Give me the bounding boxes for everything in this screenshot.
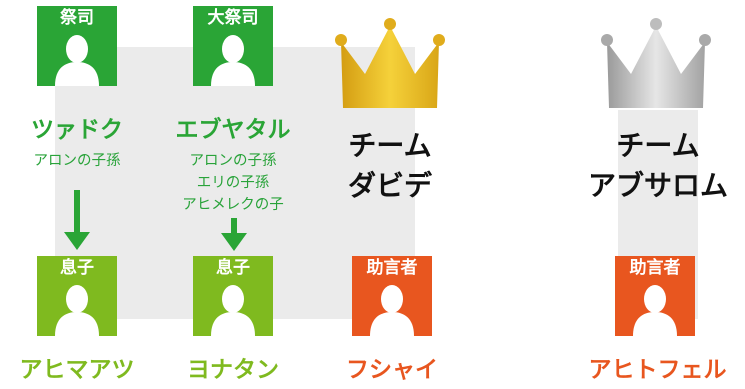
role-label: 助言者 [629, 258, 681, 278]
person-desc: アヒメレクの子 [182, 197, 284, 213]
silver-crown-icon [601, 18, 711, 108]
role-label: 息子 [60, 258, 94, 278]
person-card-ahimaaz: 息子 [37, 256, 117, 336]
role-label: 大祭司 [207, 8, 259, 28]
person-card-jonathan: 息子 [193, 256, 273, 336]
role-label: 助言者 [366, 258, 418, 278]
person-icon [633, 285, 677, 336]
person-desc: アロンの子孫 [33, 153, 121, 169]
arrow-down-icon [221, 218, 247, 251]
person-icon [211, 35, 255, 86]
person-name: アヒマアツ [19, 357, 135, 383]
arrow-down-icon [64, 190, 90, 250]
role-label: 祭司 [60, 8, 94, 28]
person-desc: アロンの子孫 [189, 153, 277, 169]
person-card-zadok: 祭司 [37, 6, 117, 86]
person-card-hushai: 助言者 [352, 256, 432, 336]
gold-crown-icon [335, 18, 445, 108]
person-name: ヨナタン [187, 357, 279, 383]
person-name: エブヤタル [175, 117, 291, 143]
role-label: 息子 [216, 258, 250, 278]
person-icon [211, 285, 255, 336]
team-title-line2: ダビデ [347, 169, 432, 202]
person-icon [370, 285, 414, 336]
person-icon [55, 285, 99, 336]
person-card-abiathar: 大祭司 [193, 6, 273, 86]
team-david-title: チーム ダビデ [330, 126, 450, 206]
team-absalom-title: チーム アブサロム [573, 126, 743, 206]
team-title-line1: チーム [348, 129, 432, 162]
person-card-ahithophel: 助言者 [615, 256, 695, 336]
person-name: フシャイ [346, 357, 438, 383]
person-name: アヒトフェル [588, 357, 727, 383]
person-name: ツァドク [31, 117, 123, 143]
person-desc: エリの子孫 [196, 175, 270, 191]
team-title-line1: チーム [616, 129, 700, 162]
team-title-line2: アブサロム [587, 169, 728, 202]
person-icon [55, 35, 99, 86]
